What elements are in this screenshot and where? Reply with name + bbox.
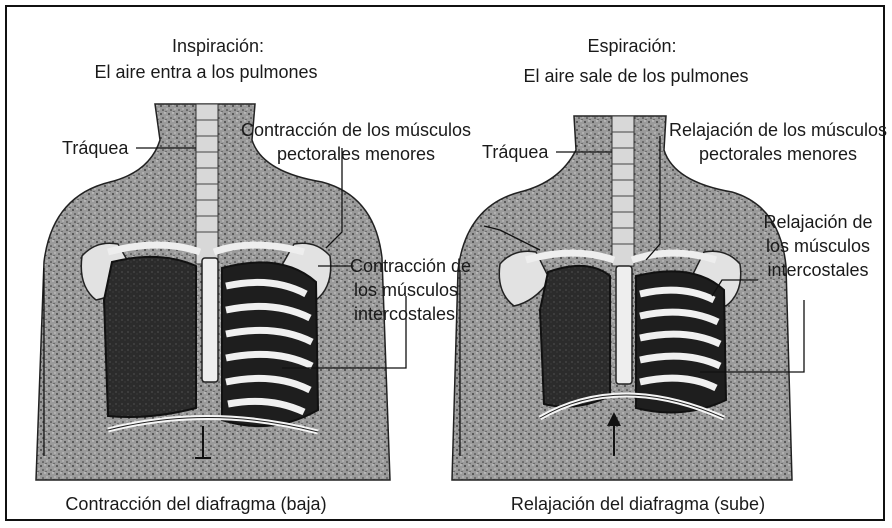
inspiration-trachea-label: Tráquea	[62, 138, 129, 158]
inspiration-pectoral-label-1: Contracción de los músculos	[240, 120, 472, 140]
expiration-diaphragm	[538, 392, 726, 421]
inspiration-pectoral-label-2: pectorales menores	[276, 144, 436, 164]
inspiration-diaphragm-label: Contracción del diafragma (baja)	[65, 494, 327, 514]
inspiration-title: Inspiración:	[171, 36, 265, 56]
expiration-intercostal-label-1: Relajación de	[763, 212, 873, 232]
inspiration-spine	[195, 103, 219, 265]
expiration-subtitle: El aire sale de los pulmones	[523, 66, 749, 86]
expiration-ribcage	[635, 270, 728, 414]
expiration-leader-lines	[459, 136, 805, 456]
inspiration-intercostal-label-3: intercostales	[354, 304, 456, 324]
expiration-diaphragm-label: Relajación del diafragma (sube)	[510, 494, 766, 514]
expiration-intercostal-label-2: los músculos	[765, 236, 871, 256]
inspiration-leader-lines	[43, 147, 407, 456]
inspiration-intercostal-label-1: Contracción de	[350, 256, 472, 276]
expiration-pectoral-label-2: pectorales menores	[698, 144, 858, 164]
inspiration-sternum	[201, 257, 219, 383]
inspiration-subtitle: El aire entra a los pulmones	[94, 62, 318, 82]
inspiration-diaphragm	[107, 414, 319, 435]
expiration-sternum	[615, 265, 633, 385]
expiration-trachea-label: Tráquea	[482, 142, 549, 162]
inspiration-left-lung	[102, 255, 197, 418]
expiration-pectoral-label-1: Relajación de los músculos	[668, 120, 888, 140]
inspiration-intercostal-label-2: los músculos	[354, 280, 459, 300]
inspiration-ribcage	[221, 261, 320, 428]
diagram-frame	[5, 5, 885, 521]
expiration-spine	[611, 115, 635, 267]
expiration-up-arrow-icon	[607, 412, 621, 456]
expiration-title: Espiración:	[587, 36, 677, 56]
expiration-intercostal-label-3: intercostales	[767, 260, 869, 280]
inspiration-down-arrow-icon	[195, 426, 211, 459]
expiration-left-lung	[538, 264, 611, 408]
